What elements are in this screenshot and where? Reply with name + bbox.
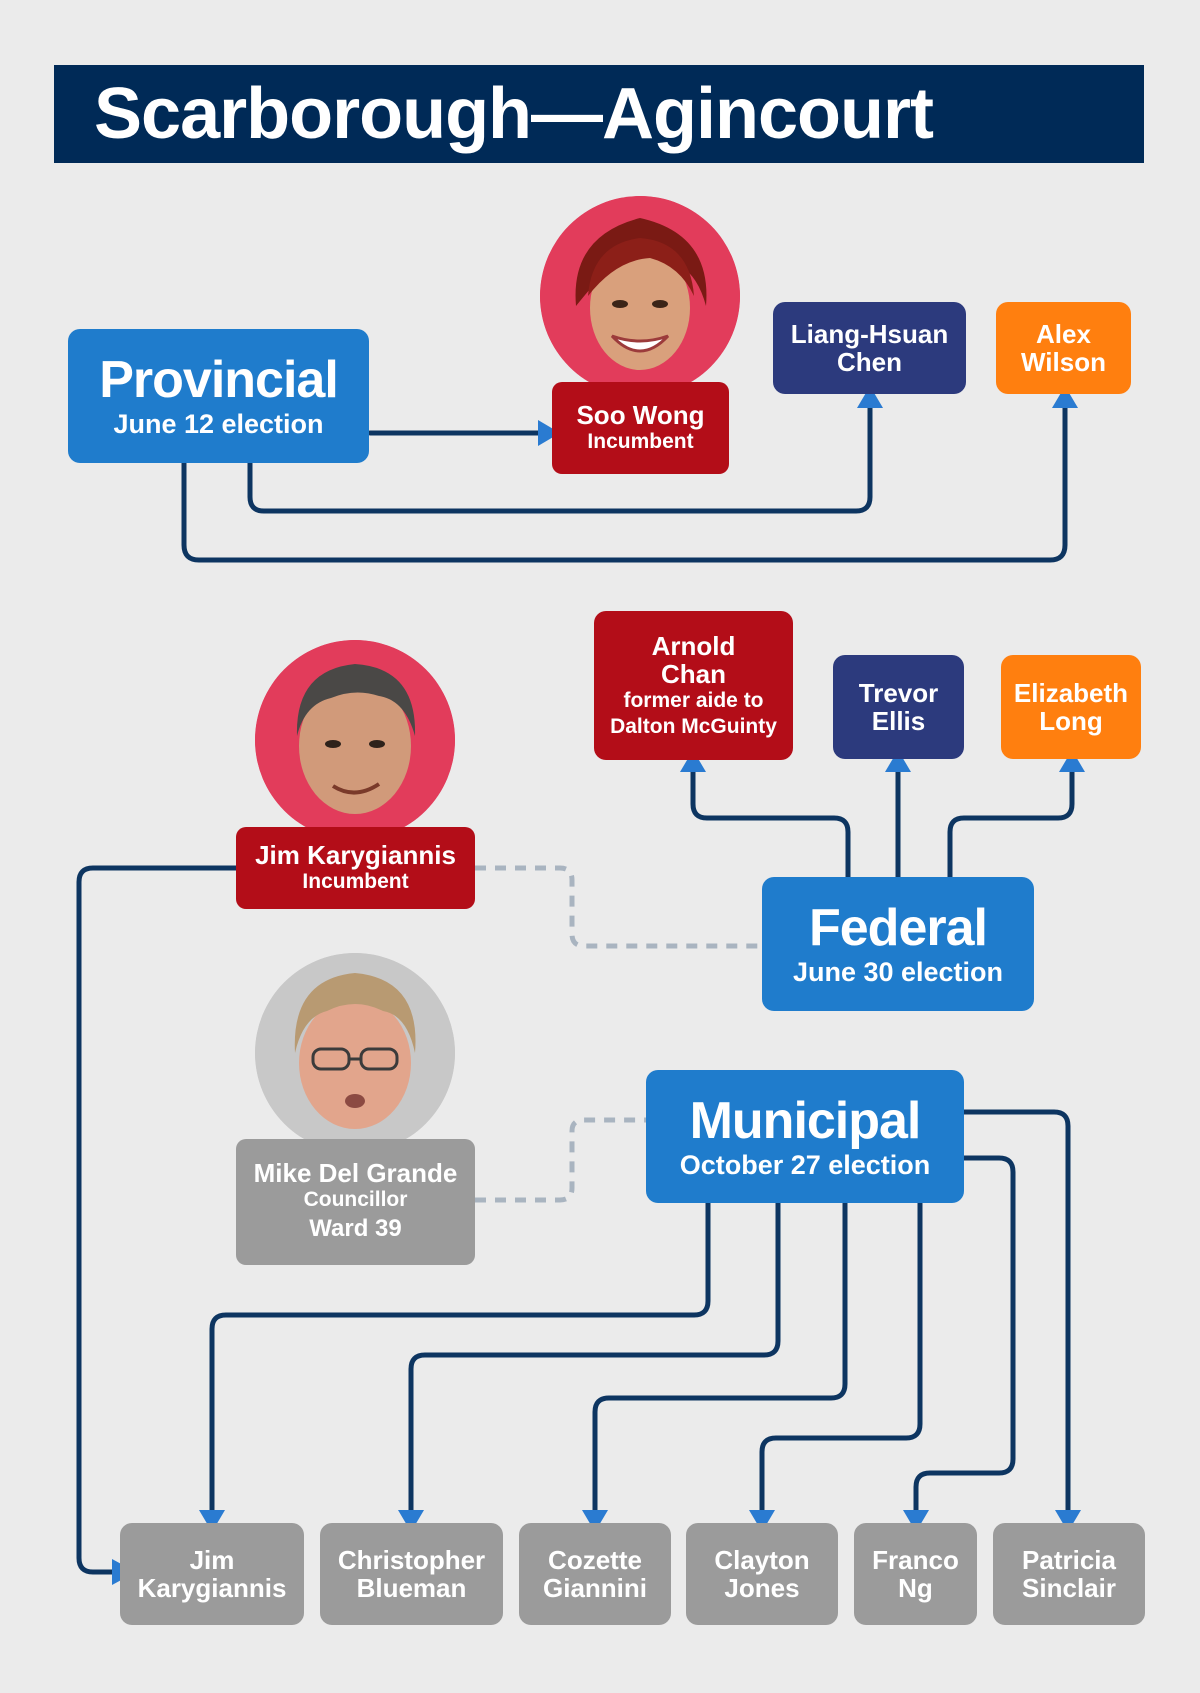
municipal-to-patricia-sinclair-line xyxy=(961,1109,1071,1521)
federal-to-arnold-chan-line xyxy=(690,755,851,880)
elizabeth-long-box: Elizabeth Long xyxy=(1001,655,1141,759)
soo-wong-portrait-icon xyxy=(540,196,740,396)
alex-wilson-box: Alex Wilson xyxy=(996,302,1131,394)
title-bar: Scarborough—Agincourt xyxy=(54,65,1144,163)
provincial-label: Provincial xyxy=(99,351,339,409)
municipal-to-clayton-jones-line xyxy=(759,1200,923,1521)
soo-wong-incumbent-box: Soo Wong Incumbent xyxy=(552,382,729,474)
mike-del-grande-photo xyxy=(255,953,455,1153)
municipal-candidate-clayton-jones: Clayton Jones xyxy=(686,1523,838,1625)
arrowhead-christopher-blueman xyxy=(398,1510,424,1532)
federal-election-box: Federal June 30 election xyxy=(762,877,1034,1011)
arrowhead-clayton-jones xyxy=(749,1510,775,1532)
arrowhead-franco-ng xyxy=(903,1510,929,1532)
provincial-to-alex-wilson-line xyxy=(181,389,1068,563)
municipal-candidate-christopher-blueman: Christopher Blueman xyxy=(320,1523,503,1625)
municipal-to-cozette-giannini-line xyxy=(592,1200,848,1521)
arrowhead-elizabeth-long xyxy=(1059,750,1085,772)
municipal-candidate-cozette-giannini: Cozette Giannini xyxy=(519,1523,671,1625)
federal-date: June 30 election xyxy=(792,957,1004,987)
mike-del-grande-ward: Ward 39 xyxy=(309,1215,402,1242)
arrowhead-soo-wong xyxy=(538,420,560,446)
provincial-to-liang-hsuan-chen-line xyxy=(247,389,873,514)
jim-karygiannis-name: Jim Karygiannis xyxy=(255,840,456,870)
federal-incumbent-dotted-link xyxy=(475,865,762,949)
municipal-candidate-jim-karygiannis: Jim Karygiannis xyxy=(120,1523,304,1625)
municipal-to-christopher-blueman-line xyxy=(408,1200,781,1521)
arrowhead-trevor-ellis xyxy=(885,750,911,772)
federal-label: Federal xyxy=(809,899,988,957)
mike-del-grande-councillor-box: Mike Del Grande Councillor Ward 39 xyxy=(236,1139,475,1265)
soo-wong-name: Soo Wong xyxy=(576,400,705,430)
jim-karygiannis-role: Incumbent xyxy=(302,870,409,893)
arrowhead-cozette-giannini xyxy=(582,1510,608,1532)
arrowhead-patricia-sinclair xyxy=(1055,1510,1081,1532)
mike-del-grande-role: Councillor xyxy=(303,1188,408,1211)
arrowhead-alex-wilson xyxy=(1052,386,1078,408)
karygiannis-incumbent-to-municipal-line xyxy=(76,865,239,1575)
arrowhead-municipal-jim-karygiannis xyxy=(199,1510,225,1532)
jim-karygiannis-photo xyxy=(255,640,455,840)
soo-wong-photo xyxy=(540,196,740,396)
provincial-election-box: Provincial June 12 election xyxy=(68,329,369,463)
municipal-candidate-franco-ng: Franco Ng xyxy=(854,1523,977,1625)
federal-to-elizabeth-long-line xyxy=(947,755,1075,880)
municipal-candidate-patricia-sinclair: Patricia Sinclair xyxy=(993,1523,1145,1625)
liang-hsuan-chen-box: Liang-Hsuan Chen xyxy=(773,302,966,394)
municipal-councillor-dotted-link xyxy=(475,1117,646,1203)
trevor-ellis-box: Trevor Ellis xyxy=(833,655,964,759)
municipal-label: Municipal xyxy=(689,1091,922,1150)
municipal-to-jim-karygiannis-line xyxy=(209,1200,711,1521)
jim-karygiannis-portrait-icon xyxy=(255,640,455,840)
mike-del-grande-portrait-icon xyxy=(255,953,455,1153)
page-title: Scarborough—Agincourt xyxy=(94,74,934,154)
municipal-to-franco-ng-line xyxy=(913,1155,1016,1521)
arnold-chan-box: Arnold Chan former aide to Dalton McGuin… xyxy=(594,611,793,760)
jim-karygiannis-incumbent-box: Jim Karygiannis Incumbent xyxy=(236,827,475,909)
mike-del-grande-name: Mike Del Grande xyxy=(253,1158,458,1188)
arrowhead-liang-hsuan-chen xyxy=(857,386,883,408)
provincial-date: June 12 election xyxy=(113,409,324,439)
arrowhead-arnold-chan xyxy=(680,750,706,772)
municipal-election-box: Municipal October 27 election xyxy=(646,1070,964,1203)
soo-wong-role: Incumbent xyxy=(587,430,694,453)
municipal-date: October 27 election xyxy=(679,1149,931,1180)
